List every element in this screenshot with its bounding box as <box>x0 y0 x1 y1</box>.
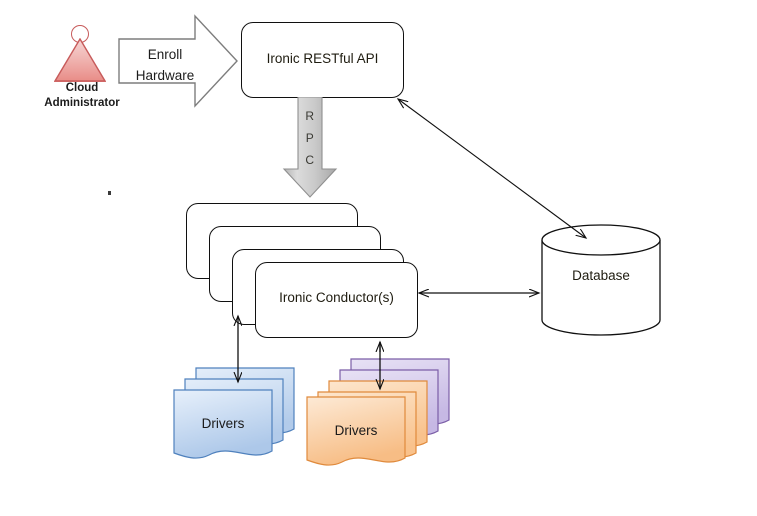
actor-label-line1: Cloud <box>65 82 99 94</box>
block-arrow-shape <box>118 14 238 108</box>
drivers-blue-node[interactable]: Drivers <box>173 389 273 465</box>
actor-label: Cloud Administrator <box>32 81 132 111</box>
drivers-blue-label: Drivers <box>201 416 245 431</box>
image-speck-artifact <box>108 191 111 195</box>
actor-label-line2: Administrator <box>44 97 120 109</box>
ironic-restful-api-label: Ironic RESTful API <box>266 51 379 66</box>
rpc-letter-r: R <box>305 109 315 123</box>
actor-body-outline-icon <box>54 38 106 82</box>
ironic-restful-api-node[interactable]: Ironic RESTful API <box>241 22 404 98</box>
drivers-orange-label: Drivers <box>334 423 378 438</box>
rpc-letter-p: P <box>305 131 315 145</box>
ironic-conductor-node[interactable]: Ironic Conductor(s) <box>255 262 418 338</box>
rpc-block-arrow[interactable]: R P C <box>282 96 338 199</box>
enroll-label-line1: Enroll <box>147 47 183 62</box>
ironic-conductor-label: Ironic Conductor(s) <box>279 290 394 305</box>
rpc-letter-c: C <box>305 153 315 167</box>
enroll-label-line2: Hardware <box>135 68 195 83</box>
enroll-hardware-block-arrow[interactable]: Enroll Hardware <box>117 14 239 108</box>
rpc-label: R P C <box>282 105 338 171</box>
document-shape <box>306 396 406 466</box>
api-to-database-connector[interactable] <box>398 99 586 238</box>
cloud-administrator-actor[interactable]: Cloud Administrator <box>44 25 120 109</box>
drivers-orange-node[interactable]: Drivers <box>306 396 406 472</box>
database-label: Database <box>572 268 630 283</box>
document-shape <box>173 389 273 459</box>
enroll-hardware-label: Enroll Hardware <box>117 44 213 86</box>
rpc-arrow-shape <box>282 96 338 198</box>
